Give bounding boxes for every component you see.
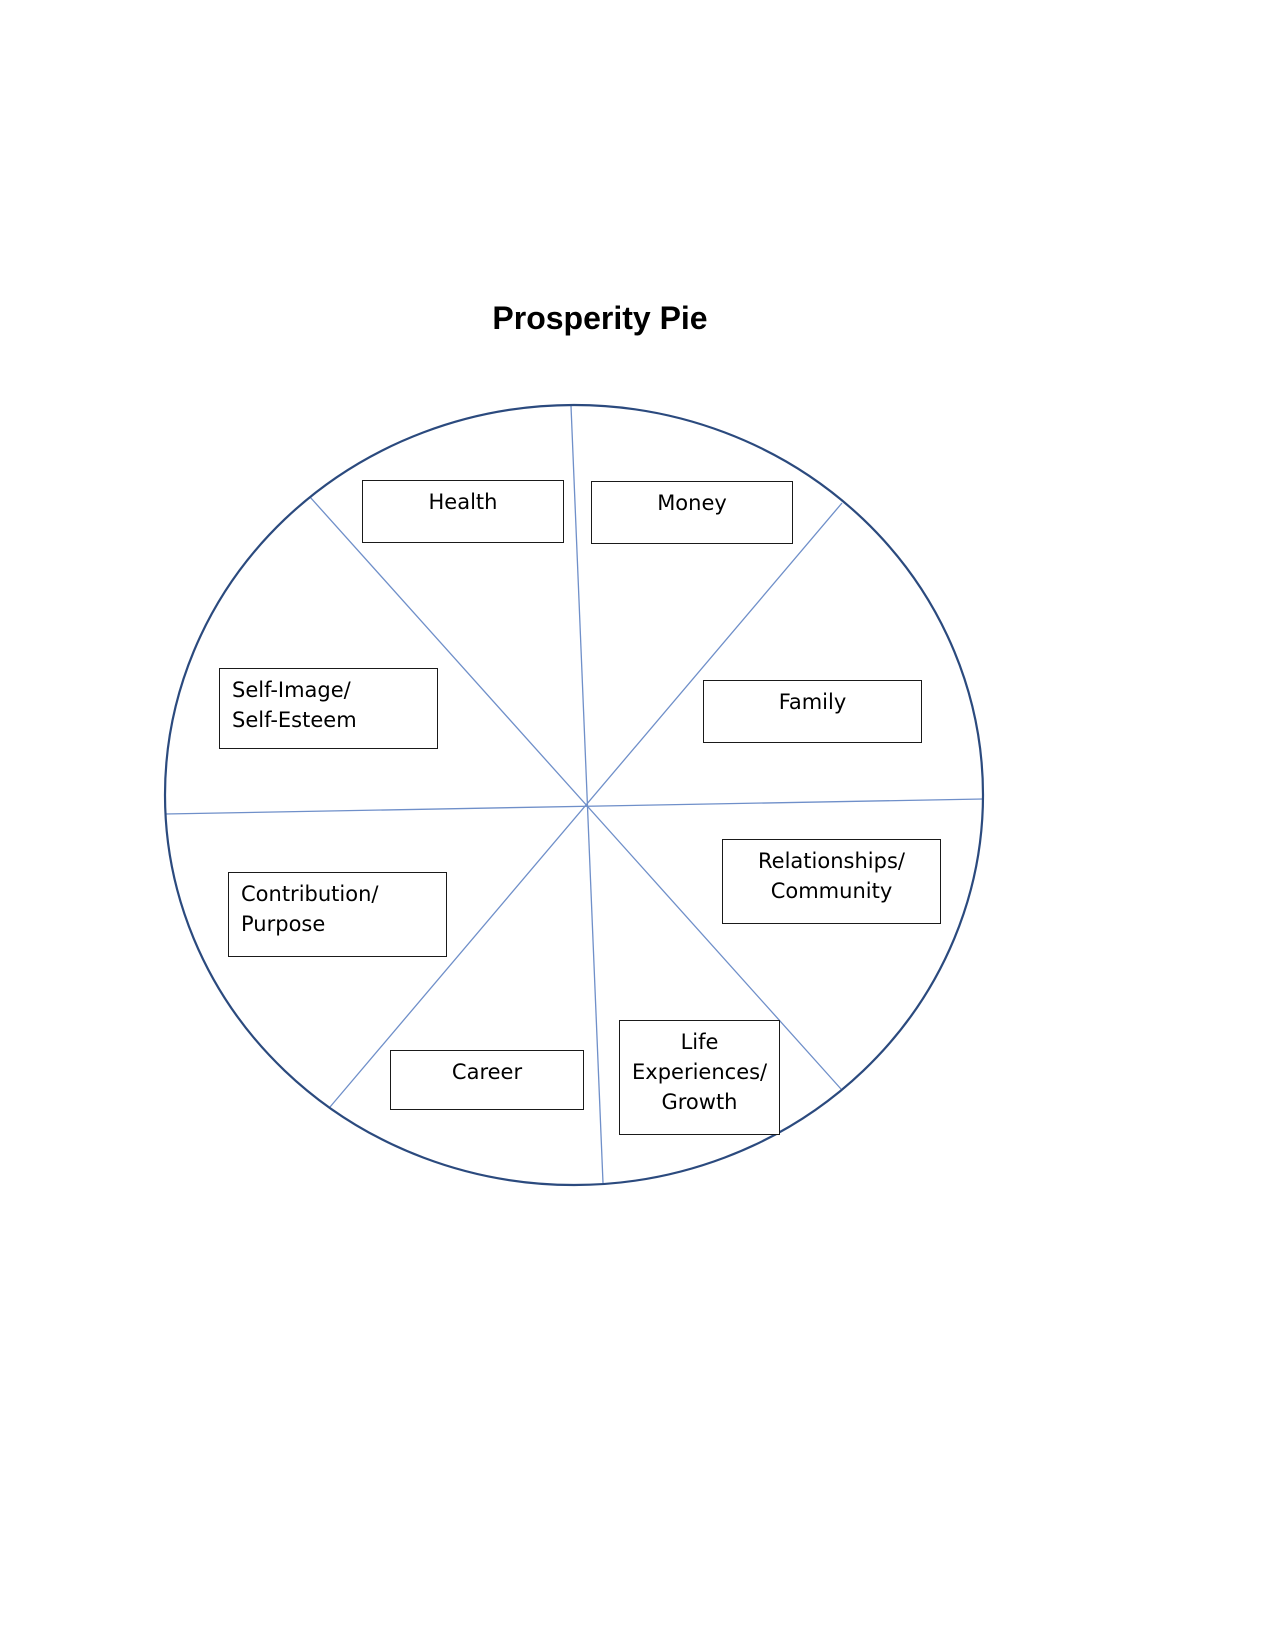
segment-box-contribution: Contribution/Purpose bbox=[228, 872, 447, 957]
segment-box-relationships: Relationships/Community bbox=[722, 839, 941, 924]
segment-label-money-line-1: Money bbox=[657, 491, 727, 515]
segment-label-self-image-line-1: Self-Image/ bbox=[232, 678, 351, 702]
segment-label-life-experiences-line-2: Experiences/ bbox=[632, 1060, 768, 1084]
segment-label-self-image-line-2: Self-Esteem bbox=[232, 708, 357, 732]
segment-label-relationships-line-1: Relationships/ bbox=[758, 849, 905, 873]
pie-circle bbox=[163, 403, 985, 1187]
segment-label-life-experiences-line-3: Growth bbox=[661, 1090, 738, 1114]
segment-label-relationships-line-2: Community bbox=[770, 879, 893, 903]
segment-label-family-line-1: Family bbox=[778, 690, 847, 714]
divider-line-top-bottom bbox=[570, 405, 604, 1184]
segment-label-contribution-line-2: Purpose bbox=[241, 912, 326, 936]
segment-box-money: Money bbox=[591, 481, 793, 544]
segment-box-career: Career bbox=[390, 1050, 584, 1110]
divider-line-left-right bbox=[164, 798, 984, 815]
page-title: Prosperity Pie bbox=[492, 300, 708, 336]
segment-box-self-image: Self-Image/Self-Esteem bbox=[219, 668, 438, 749]
segment-label-life-experiences-line-1: Life bbox=[680, 1030, 719, 1054]
divider-line-topright-bottomleft bbox=[329, 502, 843, 1108]
segment-box-health: Health bbox=[362, 480, 564, 543]
segment-label-health-line-1: Health bbox=[428, 490, 498, 514]
segment-label-contribution-line-1: Contribution/ bbox=[241, 882, 379, 906]
segment-box-family: Family bbox=[703, 680, 922, 743]
divider-line-topleft-bottomright bbox=[309, 496, 842, 1090]
segment-label-career-line-1: Career bbox=[451, 1060, 523, 1084]
